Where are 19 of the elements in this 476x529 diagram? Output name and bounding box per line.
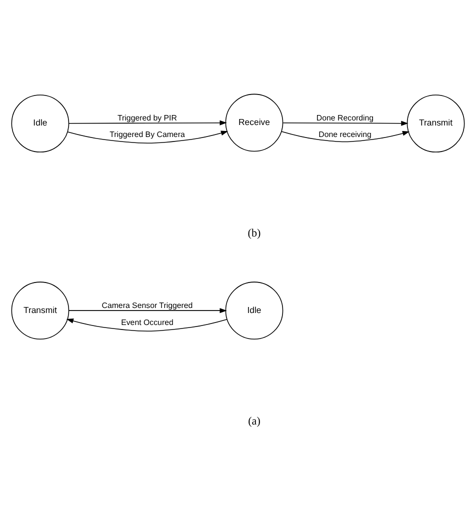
node-circle: Receive: [225, 93, 284, 152]
arrow: [282, 120, 408, 126]
arrow: [281, 130, 410, 142]
edge-label: Triggered by PIR: [118, 112, 177, 122]
edge-label: Camera Sensor Triggered: [102, 300, 193, 310]
node-circle: Transmit: [11, 281, 70, 340]
label: (a): [248, 414, 260, 427]
edge-label: Done Recording: [316, 112, 374, 122]
arrow: [66, 318, 228, 331]
arrow: [67, 130, 228, 144]
edge-label: Done receiving: [318, 129, 372, 138]
node-circle: Transmit: [406, 94, 465, 152]
node-circle: Idle: [11, 94, 70, 152]
node-circle: Idle: [225, 281, 284, 340]
arrow: [68, 120, 227, 125]
edge-label: Event Occured: [121, 317, 174, 326]
edge-label: Triggered By Camera: [110, 129, 185, 138]
arrow: [68, 308, 227, 313]
label: (b): [248, 227, 261, 240]
